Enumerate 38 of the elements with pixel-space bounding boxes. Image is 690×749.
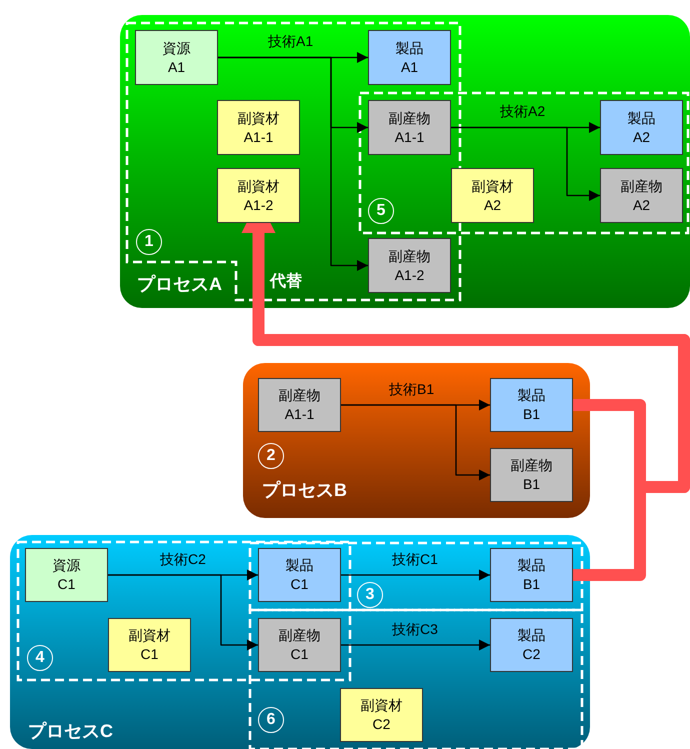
edge-label: 技術A1 (268, 32, 314, 51)
process-panel (120, 15, 690, 308)
edge-label: 技術A2 (500, 102, 546, 121)
edge-label: 技術B1 (389, 380, 434, 399)
material-box: 製品 B1 (490, 378, 573, 432)
arrow (341, 640, 490, 650)
panel-title: プロセスB (262, 479, 347, 502)
material-box: 副産物 A1-2 (368, 238, 451, 293)
material-box: 副産物 A1-1 (258, 378, 341, 432)
edge-label: 代替 (270, 272, 302, 292)
material-box: 副資材 C2 (340, 688, 423, 742)
material-box: 製品 C2 (490, 618, 573, 672)
material-box: 資源 A1 (135, 30, 218, 85)
arrow (341, 570, 490, 580)
material-box: 副産物 A1-1 (368, 100, 451, 155)
process-panel (243, 363, 590, 518)
edge-label: 技術C2 (160, 550, 206, 569)
material-box: 副資材 C1 (108, 618, 191, 672)
process-panel (10, 535, 590, 749)
material-box: 製品 C1 (258, 548, 341, 602)
arrow (341, 404, 490, 480)
material-box: 副資材 A1-2 (217, 168, 300, 223)
material-box: 資源 C1 (25, 548, 108, 602)
arrow (108, 574, 258, 650)
material-box: 副資材 A1-1 (217, 100, 300, 155)
edge-label: 技術C3 (392, 620, 438, 639)
material-box: 製品 A2 (600, 100, 683, 155)
material-box: 製品 B1 (490, 548, 573, 602)
arrow (218, 56, 368, 271)
edge-label: 技術C1 (392, 550, 438, 569)
panel-title: プロセスA (137, 273, 222, 296)
material-box: 副産物 C1 (258, 618, 341, 672)
panel-title: プロセスC (28, 720, 113, 743)
material-box: 製品 A1 (368, 30, 451, 85)
material-box: 副産物 B1 (490, 448, 573, 502)
material-box: 副産物 A2 (600, 168, 683, 223)
arrow (451, 126, 600, 201)
material-box: 副資材 A2 (451, 168, 534, 223)
